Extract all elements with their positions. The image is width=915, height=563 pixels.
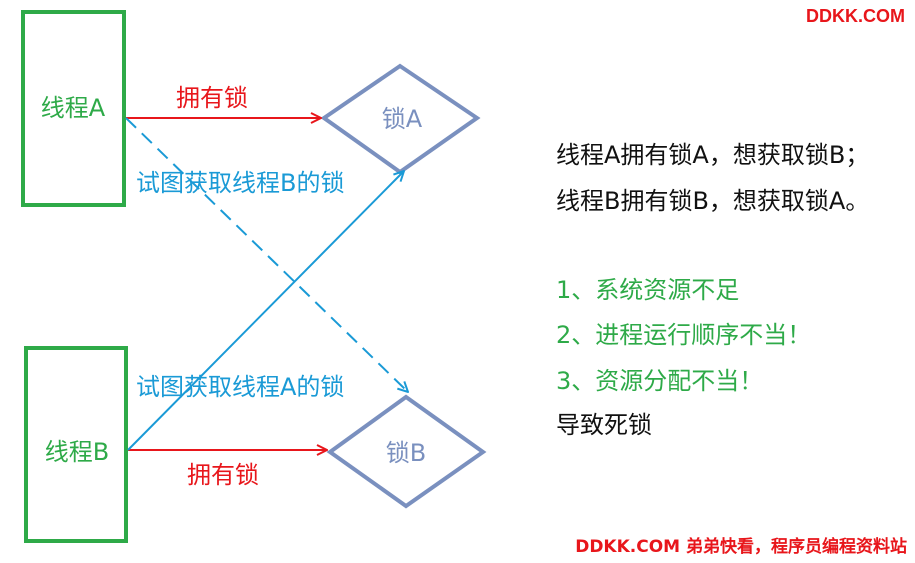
reason-item-1: 1、系统资源不足 bbox=[556, 276, 740, 304]
thread-a-label: 线程A bbox=[41, 94, 106, 122]
request-label-lock-a: 试图获取线程A的锁 bbox=[136, 373, 344, 401]
thread-b-label: 线程B bbox=[45, 438, 109, 466]
request-edge-a-to-lock-b bbox=[125, 117, 408, 392]
brand-watermark-bottom: DDKK.COM 弟弟快看，程序员编程资料站 bbox=[575, 537, 907, 557]
hold-label-b: 拥有锁 bbox=[187, 461, 259, 489]
description-line-1: 线程A拥有锁A，想获取锁B； bbox=[556, 141, 870, 169]
hold-label-a: 拥有锁 bbox=[176, 84, 248, 112]
lock-a-label: 锁A bbox=[382, 105, 423, 133]
reason-item-2: 2、进程运行顺序不当！ bbox=[556, 321, 812, 349]
thread-b-box bbox=[24, 346, 128, 543]
lock-b-diamond bbox=[326, 394, 487, 509]
brand-watermark-top: DDKK.COM bbox=[806, 6, 905, 26]
lock-a-diamond bbox=[320, 63, 481, 175]
reason-item-3: 3、资源分配不当！ bbox=[556, 367, 764, 395]
lock-b-label: 锁B bbox=[386, 439, 426, 467]
thread-a-box bbox=[21, 10, 126, 207]
request-edge-b-to-lock-a bbox=[127, 171, 404, 451]
request-label-lock-b: 试图获取线程B的锁 bbox=[136, 169, 344, 197]
description-line-2: 线程B拥有锁B，想获取锁A。 bbox=[556, 187, 870, 215]
reason-conclusion: 导致死锁 bbox=[556, 411, 652, 439]
